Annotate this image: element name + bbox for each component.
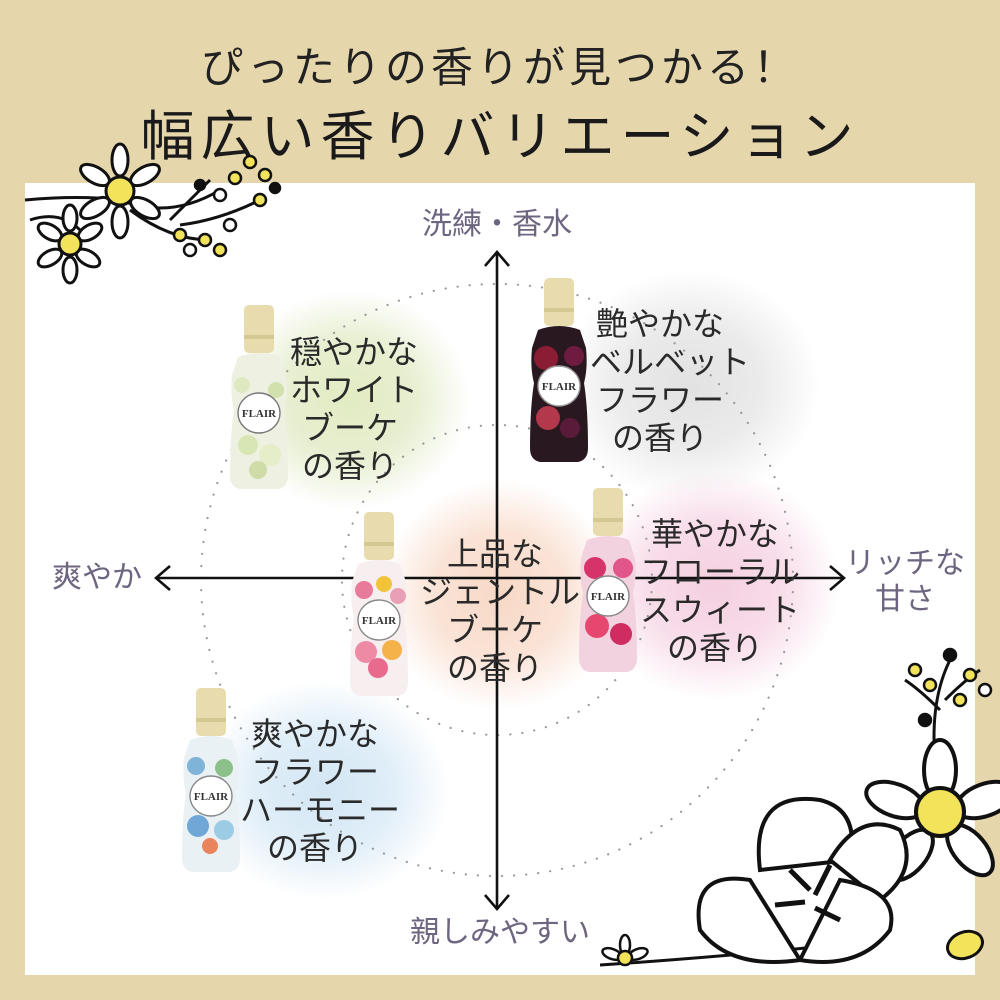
axis-label-left: 爽やか — [52, 560, 142, 595]
arrow-left-icon — [154, 565, 171, 591]
svg-text:FLAIR: FLAIR — [591, 591, 626, 603]
arrow-up-icon — [484, 250, 510, 267]
scent-label-white-bouquet: 穏やかな ホワイト ブーケ の香り — [290, 333, 419, 485]
product-bottle-velvet-flower: FLAIR — [530, 278, 588, 462]
svg-text:FLAIR: FLAIR — [242, 408, 277, 420]
scent-label-flower-harmony: 爽やかな フラワー ハーモニー の香り — [240, 715, 401, 867]
page-title: 幅広い香りバリエーション — [140, 105, 860, 168]
svg-text:FLAIR: FLAIR — [542, 381, 577, 393]
glow-gray — [560, 270, 820, 500]
flower-decoration-bottom-right-icon — [600, 647, 1000, 967]
axis-label-right-line2: 甘さ — [875, 582, 935, 617]
scent-label-velvet-flower: 艶やかな ベルベット フラワー の香り — [590, 305, 751, 457]
product-bottle-white-bouquet: FLAIR — [230, 305, 288, 489]
product-bottle-flower-harmony: FLAIR — [182, 688, 240, 872]
glow-blue — [200, 680, 450, 900]
scent-label-floral-sweet: 華やかな フローラル スウィート の香り — [640, 515, 801, 667]
arrow-right-icon — [829, 565, 846, 591]
flower-decoration-top-left-icon — [24, 142, 282, 285]
outer-dotted-circle — [199, 282, 795, 878]
glow-peach — [380, 480, 620, 710]
subtitle: ぴったりの香りが見つかる！ — [200, 43, 799, 92]
svg-text:FLAIR: FLAIR — [194, 791, 229, 803]
product-bottle-gentle-bouquet: FLAIR — [350, 512, 408, 696]
svg-text:FLAIR: FLAIR — [362, 615, 397, 627]
inner-dotted-circle — [340, 423, 654, 737]
product-bottle-floral-sweet: FLAIR — [579, 488, 637, 672]
axis-label-bottom: 親しみやすい — [410, 915, 590, 950]
axis-label-right-line1: リッチな — [845, 546, 965, 581]
arrow-down-icon — [484, 894, 510, 911]
scent-label-gentle-bouquet: 上品な ジェントル ブーケ の香り — [420, 535, 581, 687]
axis-label-top: 洗練・香水 — [422, 207, 572, 242]
